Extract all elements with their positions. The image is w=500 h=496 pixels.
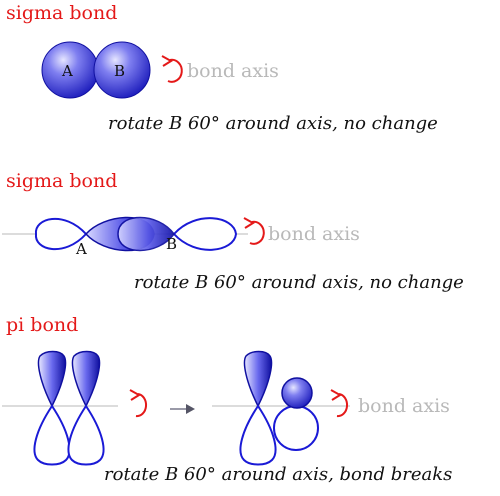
atom-a-upper-lobe <box>243 350 273 408</box>
atom-b-upper-lobe <box>71 350 101 408</box>
atom-b-sphere <box>93 41 151 99</box>
rotation-arrow-icon <box>249 220 265 245</box>
section-2-title: sigma bond <box>6 170 118 192</box>
atom-b-front-lobe <box>117 216 175 252</box>
bond-axis-label: bond axis <box>268 223 360 245</box>
atom-a-label: A <box>75 240 87 258</box>
atom-a-lower-lobe <box>239 404 277 466</box>
rotation-arrow-icon <box>135 393 148 418</box>
section-2-caption: rotate B 60° around axis, no change <box>134 272 464 293</box>
bond-axis-label: bond axis <box>358 395 450 417</box>
atom-b-rotated-lower-lobe <box>273 405 319 451</box>
atom-b-lower-lobe <box>67 404 105 466</box>
section-2-diagram: A B bond axis <box>2 216 360 258</box>
atom-b-label: B <box>114 62 125 80</box>
atom-a-upper-lobe <box>37 350 67 408</box>
rotation-arrow-icon <box>336 393 349 418</box>
section-3-title: pi bond <box>6 314 79 336</box>
atom-b-back-lobe <box>172 217 238 251</box>
transition-arrow-icon <box>170 404 195 414</box>
atom-b-label: B <box>166 235 177 253</box>
atom-b-rotated-upper-lobe <box>281 377 313 409</box>
section-1-caption: rotate B 60° around axis, no change <box>108 113 438 134</box>
section-1-diagram: A B bond axis <box>41 41 279 99</box>
section-1-title: sigma bond <box>6 2 118 24</box>
atom-a-label: A <box>61 62 73 80</box>
atom-a-back-lobe <box>34 217 88 251</box>
rotation-arrow-icon <box>167 58 183 83</box>
bond-axis-label: bond axis <box>187 60 279 82</box>
section-3-caption: rotate B 60° around axis, bond breaks <box>104 464 453 485</box>
atom-a-lower-lobe <box>33 404 71 466</box>
section-3-diagram: bond axis <box>2 350 450 466</box>
